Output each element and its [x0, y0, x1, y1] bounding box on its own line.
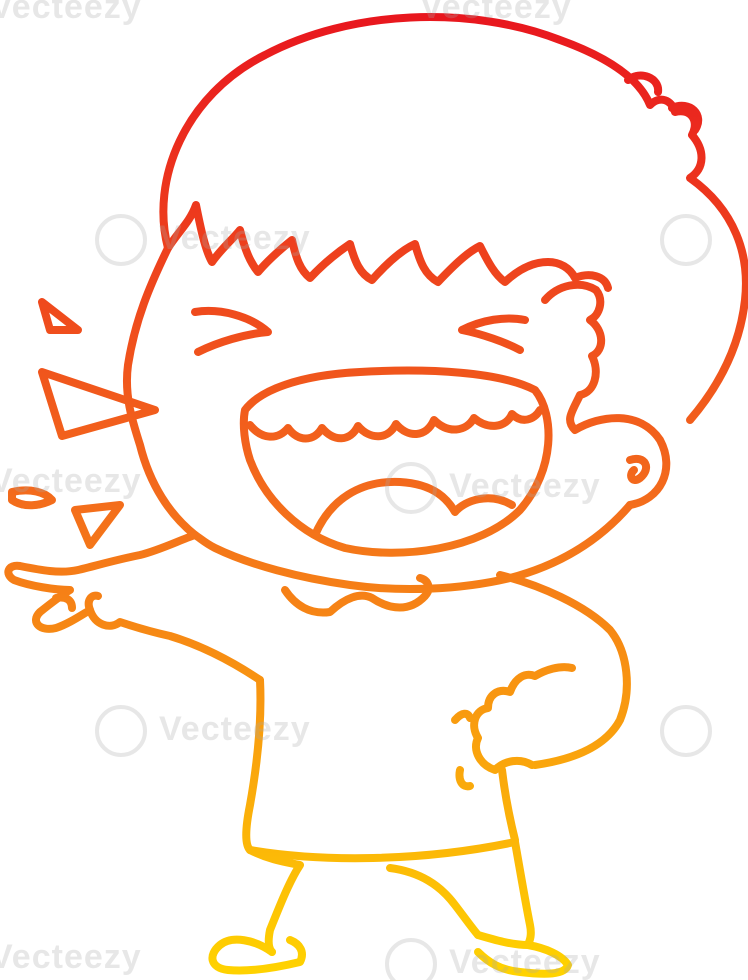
mouth-outline — [239, 366, 553, 557]
thumb-hand — [470, 663, 576, 774]
left-shoe — [208, 935, 306, 975]
shout-mark-small — [8, 486, 56, 510]
right-eye — [458, 314, 529, 354]
shirt-crease — [451, 709, 474, 791]
mouth-teeth — [246, 406, 544, 443]
hair-bangs — [164, 201, 612, 292]
shirt-collar — [281, 574, 433, 617]
pointing-arm — [4, 531, 264, 684]
shout-mark-megaphone — [38, 368, 159, 440]
hair-right-tuft — [624, 71, 703, 134]
ear — [541, 280, 671, 509]
right-shoe — [474, 931, 572, 978]
left-eye — [191, 307, 272, 356]
shirt-hem — [246, 838, 519, 863]
hair-outline — [159, 13, 748, 424]
ear-inner — [626, 454, 651, 484]
mouth-tongue — [311, 477, 516, 539]
face-outline — [122, 244, 199, 539]
shout-mark-top — [38, 298, 82, 334]
left-leg — [246, 846, 304, 956]
shirt-right-shoulder — [496, 571, 631, 769]
shout-mark-low — [71, 501, 124, 549]
right-leg — [511, 838, 535, 949]
crotch-line — [386, 864, 482, 939]
jaw-outline — [191, 501, 634, 594]
hand-detail — [52, 591, 102, 614]
shirt-right-side — [498, 766, 519, 844]
shirt-left-side — [242, 676, 265, 854]
